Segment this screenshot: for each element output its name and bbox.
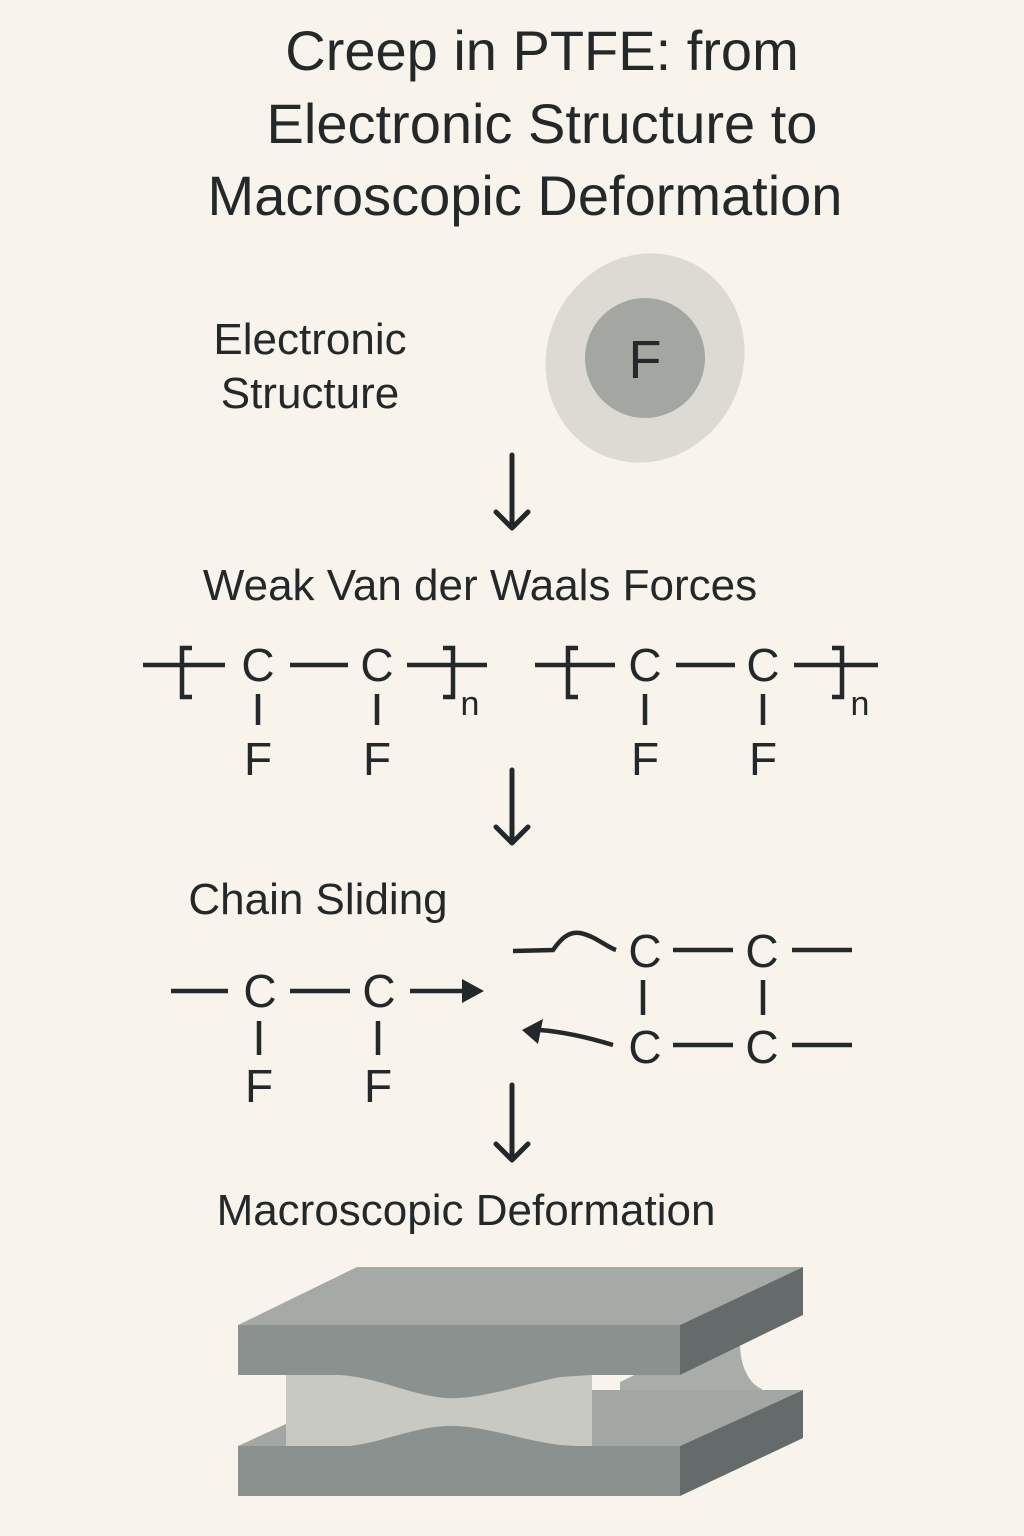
title-line-2: Electronic Structure to: [267, 92, 818, 155]
fluorine-atom: F: [631, 733, 659, 785]
stage-chain-sliding: Chain Sliding C C F F C C C C: [171, 875, 852, 1112]
fluorine-atom: F: [244, 733, 272, 785]
top-slab-top-face: [238, 1267, 803, 1325]
subscript-n: n: [851, 685, 870, 723]
carbon-atom: C: [628, 1021, 661, 1073]
fluorine-atom: F: [363, 733, 391, 785]
ptfe-repeat-unit-1: C C n F F: [143, 639, 487, 785]
fluorine-atom: F: [245, 1060, 273, 1112]
atom-symbol: F: [629, 330, 662, 390]
fluorine-atom-icon: F: [545, 253, 745, 463]
deformed-block-illustration: [238, 1267, 803, 1496]
carbon-atom: C: [628, 925, 661, 977]
carbon-atom: C: [243, 965, 276, 1017]
left-arrowhead-icon: [522, 1019, 543, 1044]
carbon-atom: C: [241, 639, 274, 691]
carbon-atom: C: [745, 1021, 778, 1073]
fluorine-atom: F: [749, 733, 777, 785]
neck-bottom: [286, 1425, 592, 1447]
right-arrowhead-icon: [462, 979, 484, 1003]
down-arrow-icon: [493, 767, 531, 846]
title-line-3: Macroscopic Deformation: [208, 164, 843, 227]
top-slab-front-face: [238, 1325, 680, 1375]
diagram-title: Creep in PTFE: from Electronic Structure…: [208, 19, 843, 227]
carbon-atom: C: [745, 925, 778, 977]
bottom-slab-side-face: [680, 1390, 803, 1496]
deformed-core-front: [286, 1375, 592, 1446]
carbon-atom: C: [360, 639, 393, 691]
chain-sliding-label: Chain Sliding: [188, 875, 447, 924]
carbon-atom: C: [628, 639, 661, 691]
stage-van-der-waals: Weak Van der Waals Forces C C n F F C C …: [143, 561, 878, 785]
wavy-chain-end: [512, 930, 617, 954]
nucleus: [585, 298, 705, 418]
down-arrow-icon: [493, 1082, 531, 1163]
carbon-atom: C: [746, 639, 779, 691]
sliding-chain-left: C C F F: [171, 965, 484, 1112]
stage-electronic-structure: Electronic Structure F: [213, 253, 745, 463]
subscript-n: n: [461, 685, 480, 723]
sliding-chains-right: C C C C: [512, 925, 852, 1073]
electronic-structure-label-line-1: Electronic: [213, 315, 406, 364]
macroscopic-deformation-label: Macroscopic Deformation: [217, 1186, 716, 1235]
stage-macroscopic-deformation: Macroscopic Deformation: [217, 1186, 803, 1496]
neck-top: [286, 1375, 592, 1399]
curved-arrow-shaft: [539, 1027, 614, 1048]
top-slab-side-face: [680, 1267, 803, 1375]
fluorine-atom: F: [364, 1060, 392, 1112]
carbon-atom: C: [362, 965, 395, 1017]
ptfe-repeat-unit-2: C C n F F: [535, 639, 878, 785]
bottom-slab-front-face: [238, 1446, 680, 1496]
electronic-structure-label-line-2: Structure: [221, 369, 400, 418]
title-line-1: Creep in PTFE: from: [285, 19, 798, 82]
van-der-waals-label: Weak Van der Waals Forces: [203, 561, 757, 610]
down-arrow-icon: [493, 452, 531, 531]
